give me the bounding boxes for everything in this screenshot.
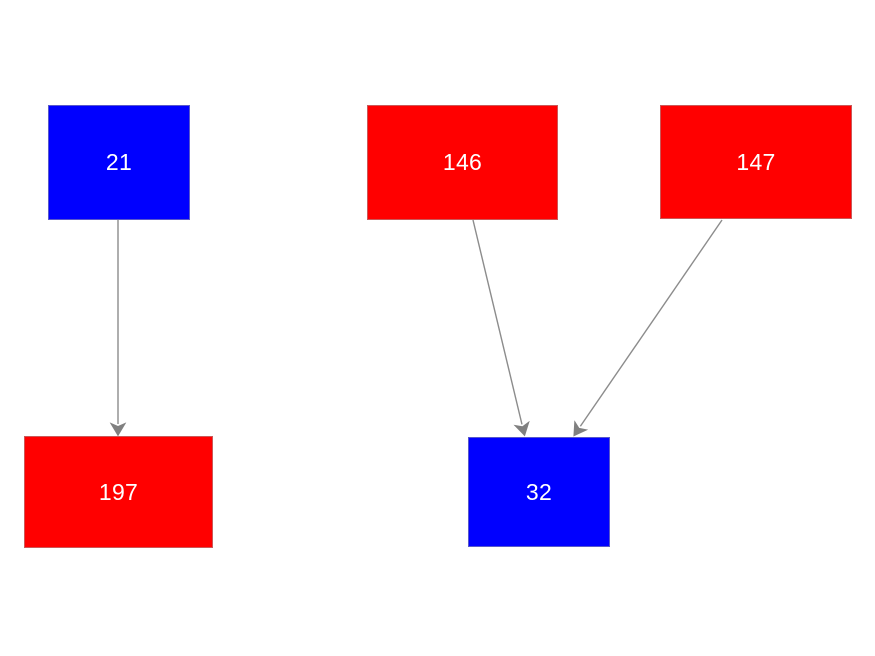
edge-146-to-32	[472, 219, 530, 437]
graph-node-147[interactable]: 147	[660, 105, 852, 219]
node-label: 146	[442, 149, 483, 175]
edge-147-to-32	[573, 219, 723, 437]
graph-node-32[interactable]: 32	[468, 437, 610, 547]
graph-node-197[interactable]: 197	[24, 436, 213, 548]
graph-node-21[interactable]: 21	[48, 105, 190, 220]
node-label: 197	[98, 478, 139, 505]
edges-group	[109, 219, 723, 437]
node-label: 32	[525, 478, 553, 505]
graph-node-146[interactable]: 146	[367, 105, 558, 220]
node-label: 147	[736, 148, 776, 175]
node-label: 21	[105, 149, 133, 175]
